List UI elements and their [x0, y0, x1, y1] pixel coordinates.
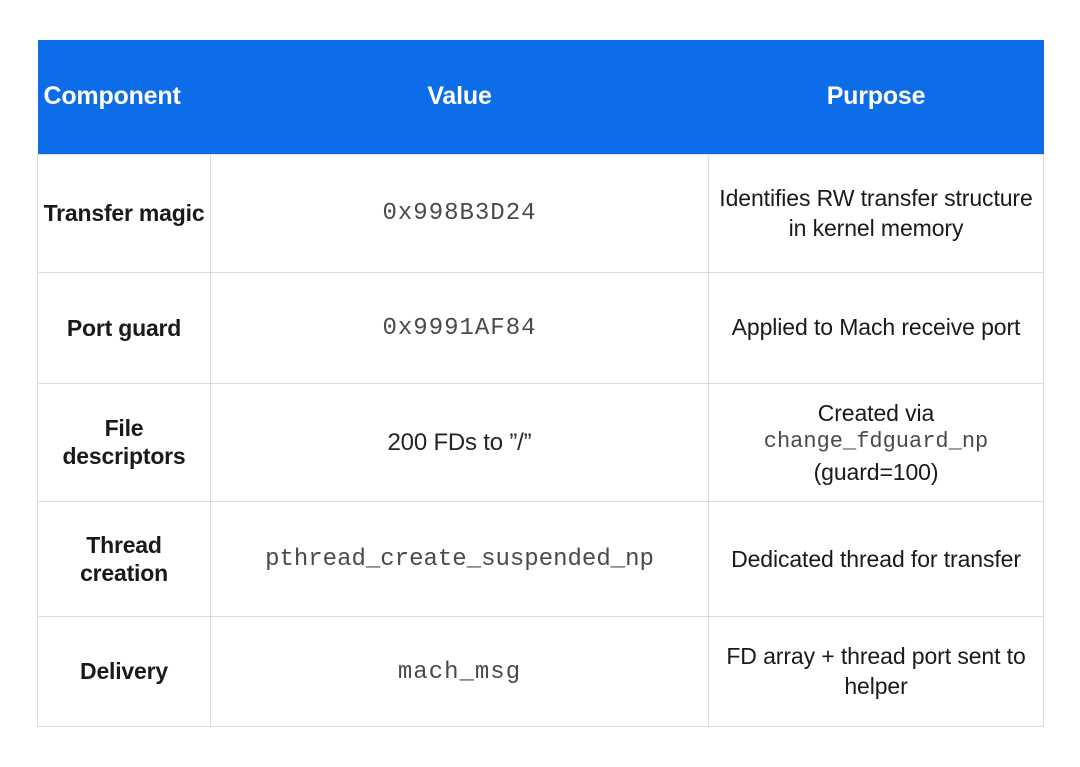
purpose-code: change_fdguard_np [763, 428, 989, 454]
cell-component: Thread creation [37, 500, 211, 617]
table-header-row: Component Value Purpose [37, 40, 1044, 154]
cell-purpose: Created via change_fdguard_np (guard=100… [708, 382, 1044, 502]
table-header: Component Value Purpose [37, 40, 1044, 154]
column-header-component: Component [37, 40, 211, 154]
value-text: 200 FDs to ”/” [387, 428, 532, 456]
cell-component: File descriptors [37, 382, 211, 502]
table-row: Delivery mach_msg FD array + thread port… [37, 615, 1044, 728]
purpose-line-1: Created via [817, 399, 935, 426]
value-text: pthread_create_suspended_np [265, 546, 654, 574]
cell-value: pthread_create_suspended_np [210, 500, 709, 617]
table-row: Thread creation pthread_create_suspended… [37, 500, 1044, 617]
cell-value: 0x998B3D24 [210, 153, 709, 273]
value-text: 0x9991AF84 [382, 315, 537, 343]
cell-purpose: Identifies RW transfer structure in kern… [708, 153, 1044, 273]
cell-purpose: FD array + thread port sent to helper [708, 615, 1044, 728]
cell-component: Transfer magic [37, 153, 211, 273]
column-header-value: Value [210, 40, 709, 154]
column-header-purpose: Purpose [708, 40, 1044, 154]
spec-table: Component Value Purpose Transfer magic 0… [37, 40, 1044, 728]
table-body: Transfer magic 0x998B3D24 Identifies RW … [37, 153, 1044, 728]
purpose-line-3: (guard=100) [813, 458, 939, 485]
cell-value: mach_msg [210, 615, 709, 728]
value-text: mach_msg [397, 658, 522, 686]
cell-purpose: Dedicated thread for transfer [708, 500, 1044, 617]
value-text: 0x998B3D24 [382, 200, 537, 228]
cell-value: 200 FDs to ”/” [210, 382, 709, 502]
table-row: Port guard 0x9991AF84 Applied to Mach re… [37, 271, 1044, 384]
table-row: File descriptors 200 FDs to ”/” Created … [37, 382, 1044, 502]
cell-component: Delivery [37, 615, 211, 728]
cell-purpose: Applied to Mach receive port [708, 271, 1044, 384]
cell-component: Port guard [37, 271, 211, 384]
cell-value: 0x9991AF84 [210, 271, 709, 384]
spec-table-wrapper: Component Value Purpose Transfer magic 0… [37, 40, 1044, 728]
table-row: Transfer magic 0x998B3D24 Identifies RW … [37, 153, 1044, 273]
